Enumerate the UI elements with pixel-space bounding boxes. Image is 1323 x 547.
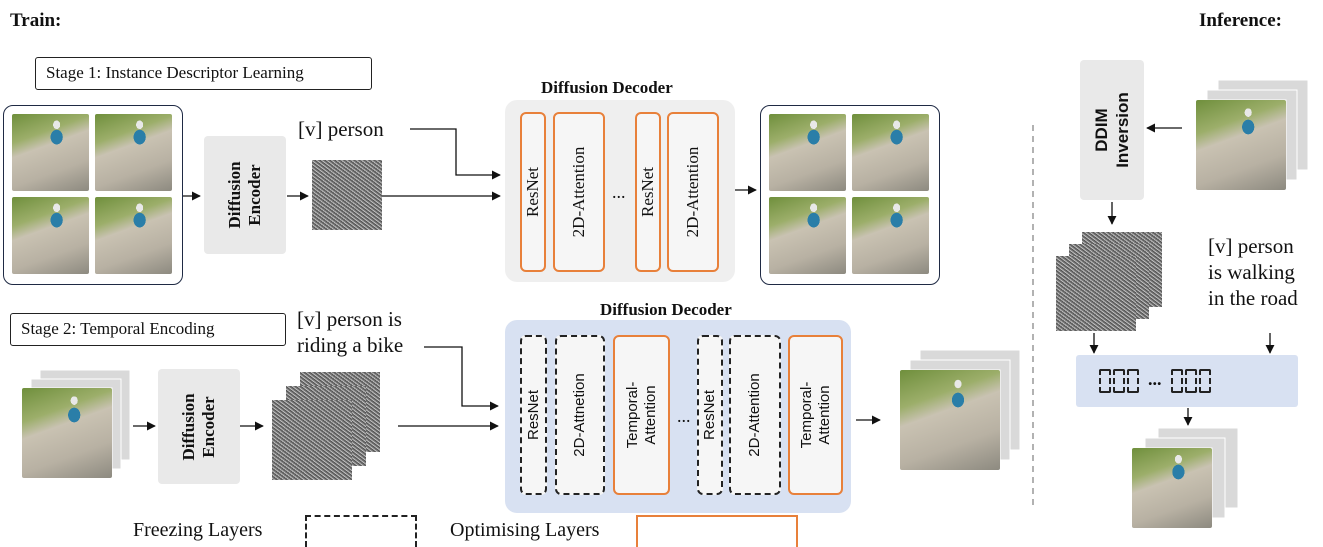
stage1-decoder-panel: ResNet 2D-Attention ... ResNet 2D-Attent… bbox=[505, 100, 735, 282]
inference-output-cube-front bbox=[1132, 448, 1212, 528]
stage2-temporal-attention-layer: Temporal-Attention bbox=[613, 335, 670, 495]
stage1-prompt: [v] person bbox=[298, 117, 384, 141]
stage1-2d-attention-layer: 2D-Attention bbox=[667, 112, 719, 272]
inference-decoder-strip: ... bbox=[1076, 355, 1298, 407]
stage2-2d-attention-frozen-layer: 2D-Attention bbox=[729, 335, 781, 495]
strip-ellipsis: ... bbox=[1148, 369, 1162, 389]
stage2-decoder-panel: ResNet 2D-Attnetion Temporal-Attention .… bbox=[505, 320, 851, 513]
stage2-2d-attention-frozen-layer: 2D-Attnetion bbox=[555, 335, 605, 495]
train-title: Train: bbox=[10, 10, 62, 31]
frozen-layer-icon bbox=[1099, 369, 1111, 393]
legend-freezing-label: Freezing Layers bbox=[133, 519, 263, 541]
stage2-resnet-frozen-layer: ResNet bbox=[697, 335, 723, 495]
stage1-resnet-layer: ResNet bbox=[635, 112, 661, 272]
stage2-layer-ellipsis: ... bbox=[677, 406, 691, 426]
stage1-label: Stage 1: Instance Descriptor Learning bbox=[35, 57, 372, 90]
frame-thumbnail bbox=[12, 197, 89, 274]
frame-thumbnail bbox=[12, 114, 89, 191]
stage2-temporal-attention-layer: Temporal-Attention bbox=[788, 335, 843, 495]
stage1-input-frames bbox=[3, 105, 183, 285]
arrow-prompt-to-decoder bbox=[410, 128, 501, 180]
frozen-layer-icon bbox=[1184, 369, 1197, 393]
legend-optimising-swatch bbox=[636, 515, 798, 547]
frame-thumbnail bbox=[769, 114, 846, 191]
stage1-layer-ellipsis: ... bbox=[612, 182, 626, 202]
frozen-layer-icon bbox=[1198, 369, 1211, 393]
stage1-decoder-title: Diffusion Decoder bbox=[541, 78, 673, 97]
inference-input-cube-front bbox=[1196, 100, 1286, 190]
stage2-latent-front bbox=[272, 400, 352, 480]
stage1-noise-latent bbox=[312, 160, 382, 230]
frame-thumbnail bbox=[852, 197, 929, 274]
stage1-output-frames bbox=[760, 105, 940, 285]
inference-title: Inference: bbox=[1199, 10, 1283, 31]
frozen-layer-icon bbox=[1170, 369, 1183, 393]
frame-thumbnail bbox=[95, 114, 172, 191]
stage1-resnet-layer: ResNet bbox=[520, 112, 546, 272]
frozen-layer-icon bbox=[1113, 369, 1125, 393]
strip-layers: ... bbox=[1098, 369, 1212, 398]
frame-thumbnail bbox=[95, 197, 172, 274]
frame-thumbnail bbox=[852, 114, 929, 191]
legend-freezing-swatch bbox=[305, 515, 417, 547]
stage2-output-cube-front bbox=[900, 370, 1000, 470]
arrow-prompt2-to-decoder bbox=[424, 346, 499, 411]
stage2-decoder-title: Diffusion Decoder bbox=[600, 300, 732, 319]
stage2-label: Stage 2: Temporal Encoding bbox=[10, 313, 286, 346]
frozen-layer-icon bbox=[1127, 369, 1139, 393]
stage2-resnet-frozen-layer: ResNet bbox=[520, 335, 547, 495]
stage2-input-cube-front bbox=[22, 388, 112, 478]
inference-noise-front bbox=[1056, 256, 1136, 331]
frame-thumbnail bbox=[769, 197, 846, 274]
legend-optimising-label: Optimising Layers bbox=[450, 519, 600, 541]
stage1-2d-attention-layer: 2D-Attention bbox=[553, 112, 605, 272]
